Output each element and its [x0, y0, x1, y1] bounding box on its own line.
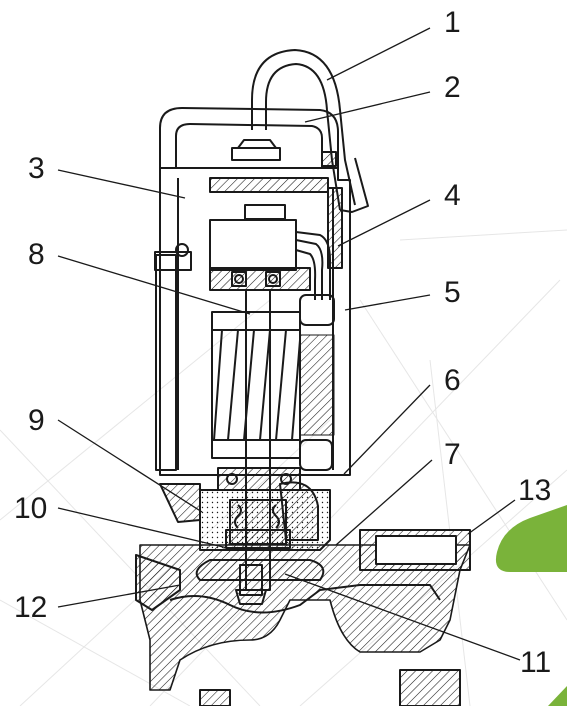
callout-11: 11 — [520, 646, 551, 679]
pump-casing — [139, 544, 471, 691]
callout-12: 12 — [14, 591, 47, 624]
callout-9: 9 — [28, 404, 45, 437]
leader-8 — [57, 255, 251, 315]
leader-12 — [57, 584, 181, 608]
motor-housing — [159, 167, 351, 476]
top-cover — [209, 177, 329, 193]
leader-5 — [344, 294, 431, 311]
stator — [299, 334, 335, 436]
leader-4 — [337, 199, 431, 247]
leader-2 — [304, 91, 431, 123]
leader-11 — [284, 573, 521, 661]
leader-13 — [467, 499, 516, 535]
handle — [159, 107, 339, 168]
leader-6 — [343, 384, 431, 475]
leader-9 — [57, 419, 203, 513]
callout-2: 2 — [444, 71, 461, 104]
leader-3 — [57, 169, 186, 199]
power-cable — [251, 49, 356, 206]
leader-1 — [326, 27, 431, 81]
upper-bearing — [209, 267, 311, 291]
pump-drawing — [135, 49, 471, 706]
callout-7: 7 — [444, 438, 461, 471]
callout-5: 5 — [444, 276, 461, 309]
callout-3: 3 — [28, 152, 45, 185]
leader-7 — [335, 459, 433, 546]
callout-labels: 1 2 3 4 5 6 7 8 9 10 11 12 13 — [14, 6, 551, 679]
green-accent-shape-bottom — [548, 686, 567, 706]
callout-6: 6 — [444, 364, 461, 397]
callout-8: 8 — [28, 238, 45, 271]
junction-box — [209, 219, 297, 271]
rotor — [211, 329, 301, 441]
leader-lines — [57, 27, 521, 661]
callout-1: 1 — [444, 6, 461, 39]
green-accent-shape — [495, 505, 567, 572]
callout-4: 4 — [444, 179, 461, 212]
callout-10: 10 — [14, 492, 47, 525]
callout-13: 13 — [518, 474, 551, 507]
leader-10 — [57, 507, 237, 551]
